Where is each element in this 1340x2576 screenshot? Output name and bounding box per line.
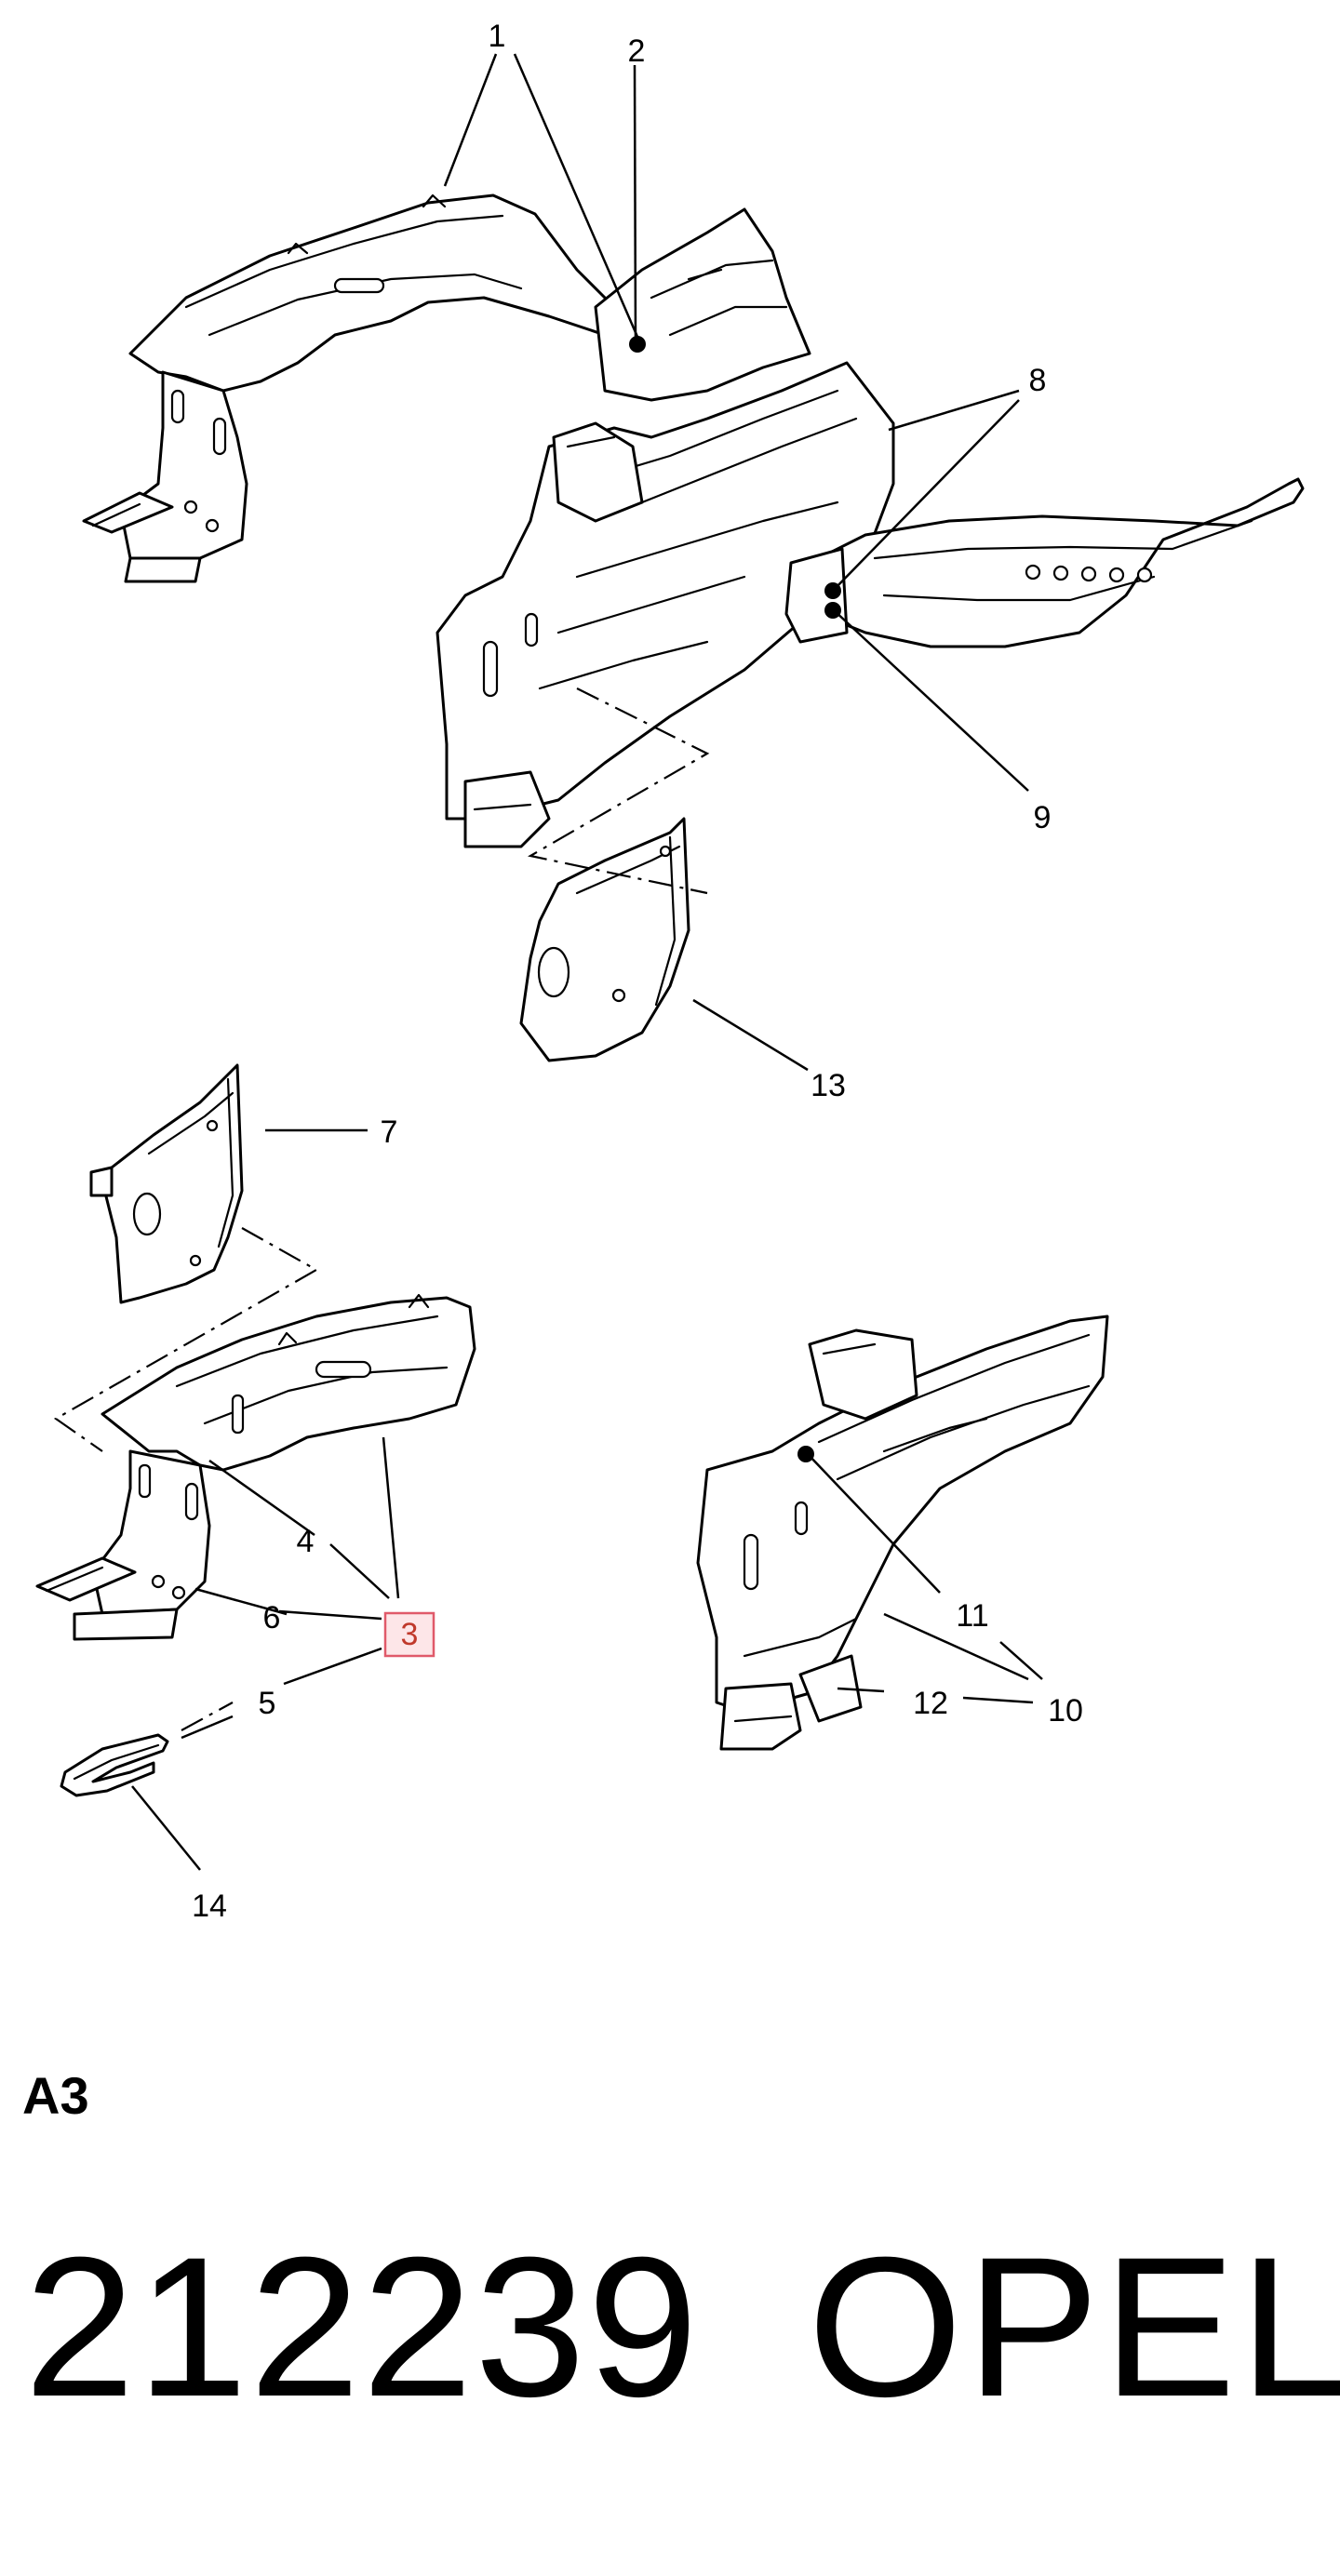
longitudinal-member-assembly: [436, 361, 1305, 848]
clip-bracket: [60, 1733, 169, 1797]
leader-lines: [131, 53, 1043, 1871]
callout-1: 1: [489, 19, 506, 54]
callout-11: 11: [956, 1598, 988, 1634]
callout-9: 9: [1034, 800, 1052, 835]
assembly-lines: [53, 687, 710, 1731]
callout-5: 5: [259, 1686, 276, 1721]
callout-7: 7: [381, 1114, 398, 1150]
callout-14: 14: [192, 1889, 227, 1924]
callout-4: 4: [297, 1524, 315, 1559]
side-member-lower: [35, 1293, 476, 1641]
part-number: 212239: [24, 2216, 701, 2438]
callout-3[interactable]: 3: [401, 1617, 419, 1652]
callout-6: 6: [263, 1600, 281, 1635]
callout-8: 8: [1029, 363, 1047, 398]
callout-12: 12: [913, 1686, 948, 1721]
callout-labels: 1 2 8 9 13 7 4 6 3 5 14 11 12 10: [192, 19, 1083, 1924]
brand-name: OPEL: [808, 2216, 1340, 2438]
callout-2: 2: [628, 33, 646, 69]
callout-13: 13: [811, 1068, 846, 1103]
front-side-member-assembly: [82, 194, 811, 583]
closing-panel: [519, 817, 690, 1062]
callout-3-highlight: [383, 1611, 436, 1658]
side-member-right: [696, 1315, 1109, 1751]
reinforcement-panel: [89, 1063, 244, 1304]
callout-10: 10: [1048, 1693, 1083, 1728]
section-code: A3: [22, 2066, 89, 2125]
